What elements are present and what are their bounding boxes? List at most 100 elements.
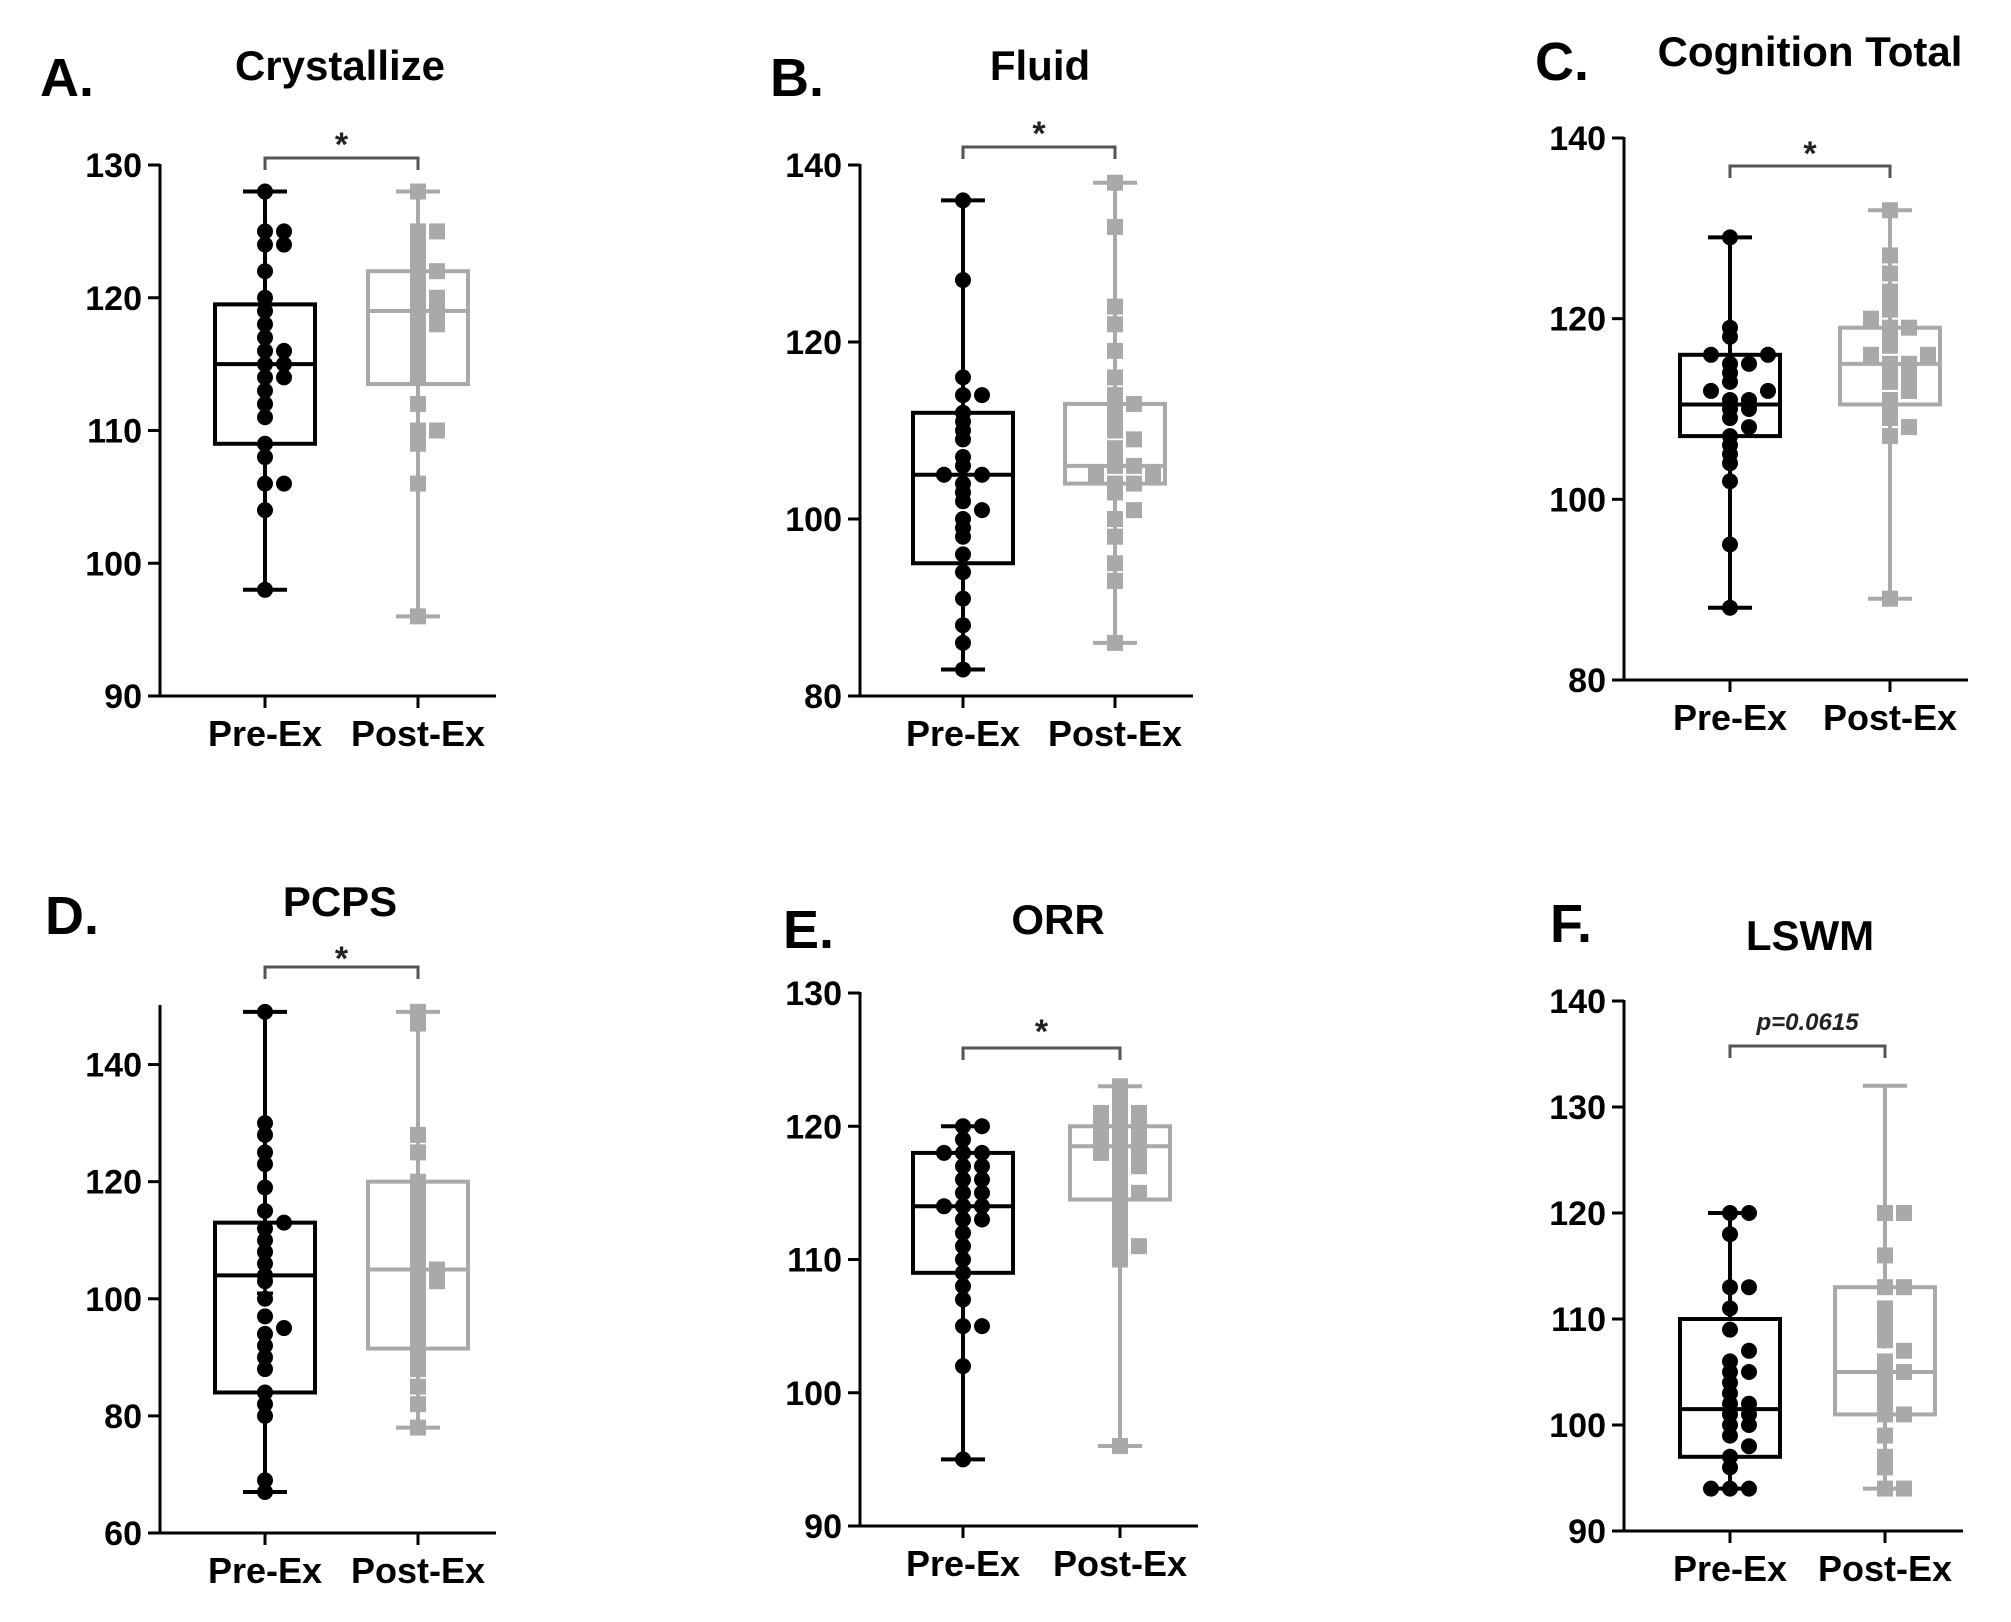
y-tick-label: 80: [1568, 662, 1606, 700]
data-point-post: [410, 422, 426, 439]
data-point-pre: [936, 1198, 952, 1215]
data-point-pre: [1760, 382, 1776, 399]
y-tick-label: 130: [1549, 1089, 1606, 1127]
data-point-post: [410, 236, 426, 253]
data-point-pre: [974, 1158, 990, 1175]
data-point-pre: [257, 1484, 273, 1501]
chart-title: Cognition Total: [1658, 28, 1963, 75]
data-point-post: [1112, 1104, 1128, 1121]
data-point-pre: [955, 192, 971, 209]
data-point-pre: [955, 1198, 971, 1215]
data-point-post: [1107, 298, 1123, 315]
data-point-pre: [257, 1144, 273, 1161]
y-tick-label: 130: [785, 975, 842, 1013]
data-point-pre: [1722, 229, 1738, 246]
data-point-post: [1107, 475, 1123, 492]
data-point-pre: [257, 1220, 273, 1237]
data-point-pre: [276, 356, 292, 373]
data-point-pre: [974, 1211, 990, 1228]
data-point-pre: [1722, 1353, 1738, 1370]
panel-label: E.: [783, 900, 834, 960]
x-tick-label: Pre-Ex: [1673, 1548, 1787, 1589]
y-tick-label: 100: [785, 1375, 842, 1413]
significance-bracket: [1728, 164, 1892, 178]
data-point-pre: [257, 1349, 273, 1366]
panel-label: B.: [770, 48, 824, 108]
data-point-post: [1877, 1353, 1893, 1370]
data-point-post: [410, 608, 426, 625]
data-point-pre: [257, 1325, 273, 1342]
data-point-post: [410, 342, 426, 359]
data-point-pre: [955, 449, 971, 466]
data-point-post: [1131, 1158, 1147, 1175]
significance-label: *: [1035, 1013, 1049, 1051]
data-point-pre: [1722, 355, 1738, 372]
data-point-post: [1112, 1238, 1128, 1255]
data-point-pre: [955, 546, 971, 563]
data-point-pre: [257, 1361, 273, 1378]
y-tick-label: 80: [104, 1398, 142, 1436]
data-point-pre: [1741, 1480, 1757, 1497]
data-point-pre: [1722, 1279, 1738, 1296]
data-point-pre: [955, 1131, 971, 1148]
data-point-pre: [257, 1267, 273, 1284]
data-point-post: [1882, 355, 1898, 372]
data-point-post: [1093, 1131, 1109, 1148]
significance-bracket: [961, 145, 1117, 159]
data-point-post: [1863, 310, 1879, 327]
data-point-pre: [257, 435, 273, 452]
data-point-pre: [257, 1126, 273, 1143]
data-point-pre: [257, 449, 273, 466]
panel-label: C.: [1535, 32, 1589, 92]
data-point-post: [1088, 466, 1104, 483]
data-point-pre: [257, 1202, 273, 1219]
data-point-pre: [1741, 355, 1757, 372]
x-tick-label: Pre-Ex: [906, 713, 1020, 754]
panel-label: F.: [1550, 894, 1592, 954]
data-point-pre: [1722, 1300, 1738, 1317]
data-point-post: [1112, 1171, 1128, 1188]
data-point-pre: [257, 342, 273, 359]
y-tick-label: 100: [1549, 481, 1606, 519]
data-point-post: [410, 395, 426, 412]
data-point-pre: [276, 236, 292, 253]
data-point-post: [1896, 1279, 1912, 1296]
data-point-post: [1107, 316, 1123, 333]
data-point-pre: [257, 382, 273, 399]
data-point-pre: [257, 183, 273, 200]
data-point-pre: [257, 1384, 273, 1401]
data-point-post: [410, 1419, 426, 1436]
x-tick-label: Post-Ex: [1053, 1543, 1187, 1584]
data-point-post: [1112, 1144, 1128, 1161]
significance-label: *: [1032, 115, 1046, 153]
data-point-post: [1112, 1211, 1128, 1228]
data-point-pre: [974, 466, 990, 483]
data-point-pre: [974, 1171, 990, 1188]
data-point-pre: [955, 1278, 971, 1295]
data-point-pre: [955, 661, 971, 678]
panel-label: D.: [45, 886, 99, 946]
data-point-pre: [257, 316, 273, 333]
x-tick-label: Post-Ex: [1048, 713, 1182, 754]
data-point-pre: [1722, 391, 1738, 408]
data-point-pre: [1722, 1226, 1738, 1243]
data-point-pre: [955, 475, 971, 492]
data-point-pre: [1703, 1480, 1719, 1497]
data-point-post: [1863, 346, 1879, 363]
data-point-pre: [257, 395, 273, 412]
panel-label: A.: [40, 48, 94, 108]
significance-bracket: [961, 1046, 1122, 1060]
data-point-pre: [257, 329, 273, 346]
data-point-post: [1112, 1184, 1128, 1201]
y-tick-label: 110: [87, 413, 142, 451]
data-point-post: [1126, 502, 1142, 519]
data-point-pre: [1722, 319, 1738, 336]
data-point-pre: [1741, 1342, 1757, 1359]
data-point-pre: [257, 223, 273, 240]
data-point-pre: [257, 1003, 273, 1020]
data-point-post: [429, 289, 445, 306]
